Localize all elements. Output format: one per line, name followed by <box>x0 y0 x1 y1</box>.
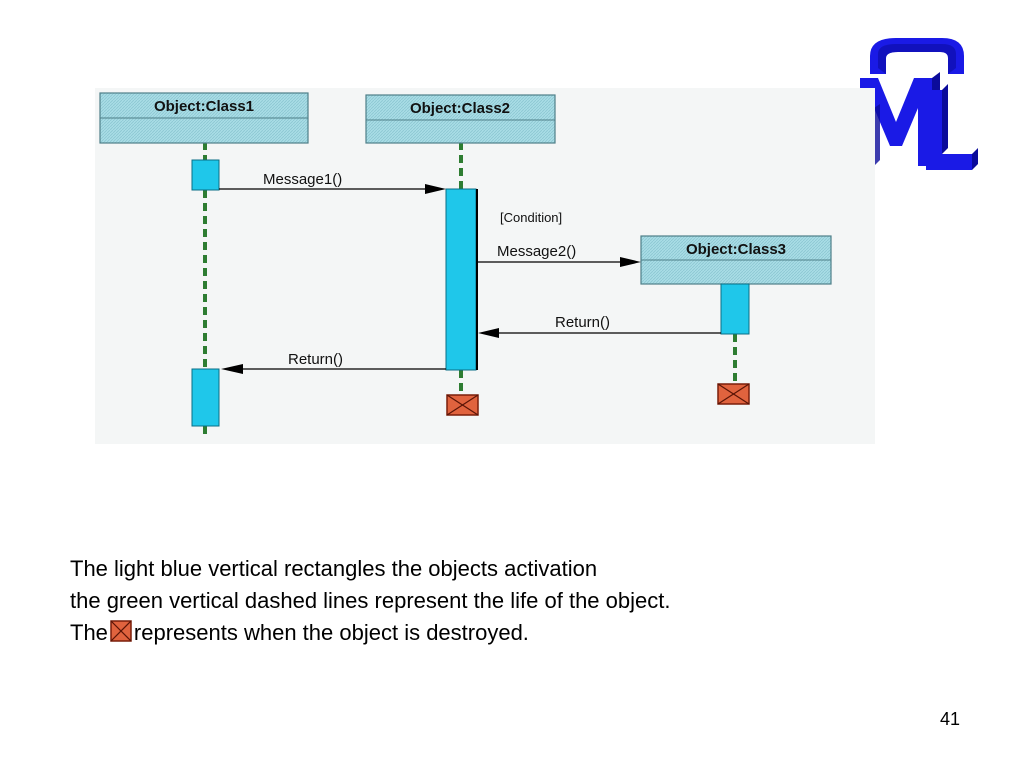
activation-class1-top <box>191 159 220 191</box>
message-2-label: Message2() <box>497 243 576 260</box>
message-2: Message2() <box>477 243 641 267</box>
message-1-label: Message1() <box>263 171 342 188</box>
destroy-marker-class2 <box>446 394 479 416</box>
caption-line-3-prefix: The <box>70 620 108 645</box>
object-class3-label: Object:Class3 <box>686 241 786 258</box>
object-class3: Object:Class3 <box>640 235 832 285</box>
message-2-guard: [Condition] <box>500 210 562 225</box>
object-class2-label: Object:Class2 <box>410 100 510 117</box>
message-4-return: Return() <box>221 351 446 374</box>
message-4-label: Return() <box>288 351 343 368</box>
destroy-marker-icon <box>110 620 132 642</box>
destroy-marker-class3 <box>717 383 750 405</box>
caption-line-1: The light blue vertical rectangles the o… <box>70 556 598 581</box>
activation-class2 <box>445 188 477 371</box>
caption-line-3-suffix: represents when the object is destroyed. <box>133 620 529 645</box>
activation-class1-bottom <box>191 368 220 427</box>
activation-class3 <box>720 283 750 335</box>
caption-line-3: The represents when the object is destro… <box>70 620 529 644</box>
caption-line-2: the green vertical dashed lines represen… <box>70 588 671 613</box>
uml-logo <box>860 38 978 170</box>
page-number: 41 <box>940 709 961 729</box>
object-class2: Object:Class2 <box>365 94 556 144</box>
message-1: Message1() <box>219 171 446 194</box>
message-3-label: Return() <box>555 314 610 331</box>
sequence-diagram: Object:Class1 Object:Class2 Object:Class… <box>95 88 875 444</box>
object-class1: Object:Class1 <box>99 92 309 144</box>
message-3-return: Return() <box>478 314 721 338</box>
object-class1-label: Object:Class1 <box>154 98 254 115</box>
